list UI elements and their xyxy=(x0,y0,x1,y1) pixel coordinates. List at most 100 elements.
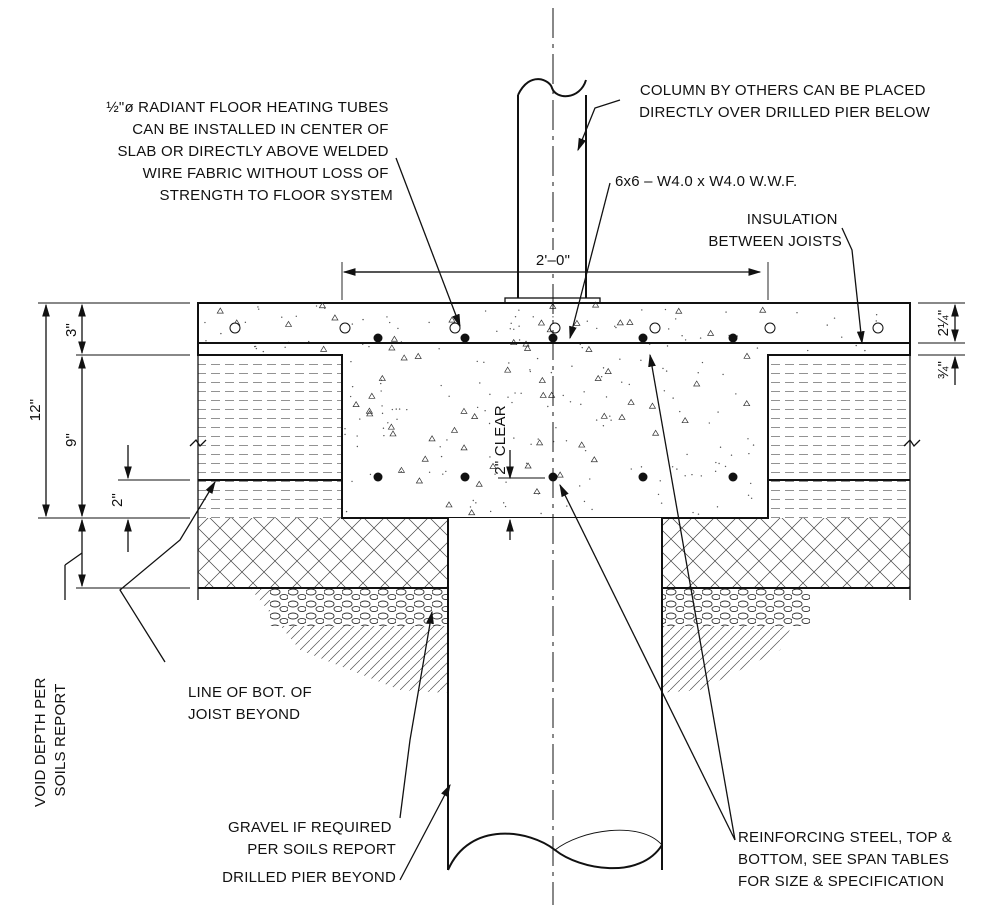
aggregate-mark xyxy=(697,513,700,515)
aggregate-mark xyxy=(651,429,660,436)
aggregate-mark xyxy=(706,329,715,336)
right-dimensions: 2¼" ¾" xyxy=(918,302,965,385)
aggregate-mark xyxy=(532,316,534,318)
aggregate-mark xyxy=(875,320,877,322)
aggregate-mark xyxy=(387,422,389,424)
bottom-cover-text: 2" xyxy=(109,493,126,507)
gravel-note: GRAVEL IF REQUIRED PER SOILS REPORT xyxy=(228,819,396,858)
aggregate-mark xyxy=(648,402,657,409)
aggregate-mark xyxy=(320,345,328,352)
aggregate-mark xyxy=(356,445,359,448)
aggregate-mark xyxy=(380,390,382,392)
aggregate-mark xyxy=(583,391,585,393)
aggregate-mark xyxy=(796,311,798,314)
aggregate-mark xyxy=(400,470,402,473)
aggregate-mark xyxy=(676,468,678,470)
aggregate-mark xyxy=(428,321,430,324)
aggregate-mark xyxy=(396,418,398,420)
aggregate-mark xyxy=(391,408,394,411)
clear-dimension: 2" CLEAR xyxy=(492,405,545,540)
break-symbol xyxy=(189,438,207,448)
aggregate-mark xyxy=(406,408,408,411)
aggregate-mark xyxy=(719,446,722,448)
joist-line-note: LINE OF BOT. OF JOIST BEYOND xyxy=(188,684,316,723)
aggregate-mark xyxy=(686,453,688,456)
heating-tube xyxy=(649,322,661,334)
aggregate-mark xyxy=(525,462,528,464)
aggregate-mark xyxy=(397,466,406,473)
aggregate-mark xyxy=(351,480,353,483)
aggregate-mark xyxy=(518,309,520,311)
aggregate-mark xyxy=(610,419,612,421)
aggregate-mark xyxy=(664,308,667,311)
aggregate-mark xyxy=(414,352,422,359)
aggregate-mark xyxy=(591,301,600,308)
aggregate-mark xyxy=(510,322,512,325)
aggregate-mark xyxy=(380,382,382,385)
width-dim-text: 2'–0" xyxy=(536,252,570,269)
aggregate-mark xyxy=(398,408,401,410)
aggregate-mark xyxy=(308,340,310,343)
aggregate-mark xyxy=(284,346,286,349)
aggregate-mark xyxy=(662,367,664,370)
aggregate-mark xyxy=(204,321,206,324)
wwf-note: 6x6 – W4.0 x W4.0 W.W.F. xyxy=(615,173,797,190)
aggregate-mark xyxy=(591,508,593,511)
aggregate-mark xyxy=(450,426,459,433)
aggregate-mark xyxy=(524,462,532,469)
clear-text: 2" CLEAR xyxy=(492,405,509,474)
aggregate-mark xyxy=(580,403,582,406)
aggregate-mark xyxy=(590,456,598,463)
aggregate-mark xyxy=(602,367,605,369)
aggregate-mark xyxy=(536,357,539,360)
aggregate-mark xyxy=(468,509,476,516)
aggregate-mark xyxy=(381,405,383,407)
aggregate-mark xyxy=(539,391,547,398)
aggregate-mark xyxy=(471,412,479,419)
aggregate-mark xyxy=(509,328,511,330)
aggregate-mark xyxy=(518,339,521,341)
aggregate-mark xyxy=(448,316,456,323)
aggregate-mark xyxy=(351,385,354,388)
aggregate-mark xyxy=(562,394,564,397)
insulation-note: INSULATION BETWEEN JOISTS xyxy=(708,211,842,250)
heating-tube xyxy=(449,322,461,334)
heating-tube xyxy=(764,322,776,334)
aggregate-mark xyxy=(747,494,750,496)
aggregate-mark xyxy=(362,318,364,321)
aggregate-mark xyxy=(484,310,487,312)
aggregate-mark xyxy=(807,349,809,352)
aggregate-mark xyxy=(697,372,699,374)
aggregate-mark xyxy=(378,374,386,381)
aggregate-mark xyxy=(475,480,483,487)
aggregate-mark xyxy=(684,475,686,477)
aggregate-mark xyxy=(630,468,632,470)
aggregate-mark xyxy=(257,306,259,308)
aggregate-mark xyxy=(368,345,370,348)
aggregate-mark xyxy=(475,502,477,504)
tubes-note: ½"ø RADIANT FLOOR HEATING TUBES CAN BE I… xyxy=(106,99,393,204)
aggregate-mark xyxy=(537,438,539,440)
aggregate-mark xyxy=(855,344,857,347)
aggregate-mark xyxy=(448,395,450,397)
aggregate-mark xyxy=(626,318,634,325)
rebar-note: REINFORCING STEEL, TOP & BOTTOM, SEE SPA… xyxy=(738,829,956,890)
aggregate-mark xyxy=(445,470,447,473)
aggregate-mark xyxy=(351,323,354,325)
aggregate-mark xyxy=(586,320,589,322)
aggregate-mark xyxy=(875,314,878,316)
aggregate-mark xyxy=(627,398,635,405)
aggregate-mark xyxy=(537,319,546,326)
aggregate-mark xyxy=(382,427,385,429)
heating-tube xyxy=(339,322,351,334)
pier-note: DRILLED PIER BEYOND xyxy=(222,869,396,886)
aggregate-mark xyxy=(529,369,531,371)
aggregate-mark xyxy=(609,415,611,417)
aggregate-mark xyxy=(489,510,492,513)
aggregate-mark xyxy=(735,393,737,395)
aggregate-mark xyxy=(415,477,424,484)
aggregate-mark xyxy=(571,365,573,367)
aggregate-mark xyxy=(445,501,453,508)
aggregate-mark xyxy=(671,466,674,468)
